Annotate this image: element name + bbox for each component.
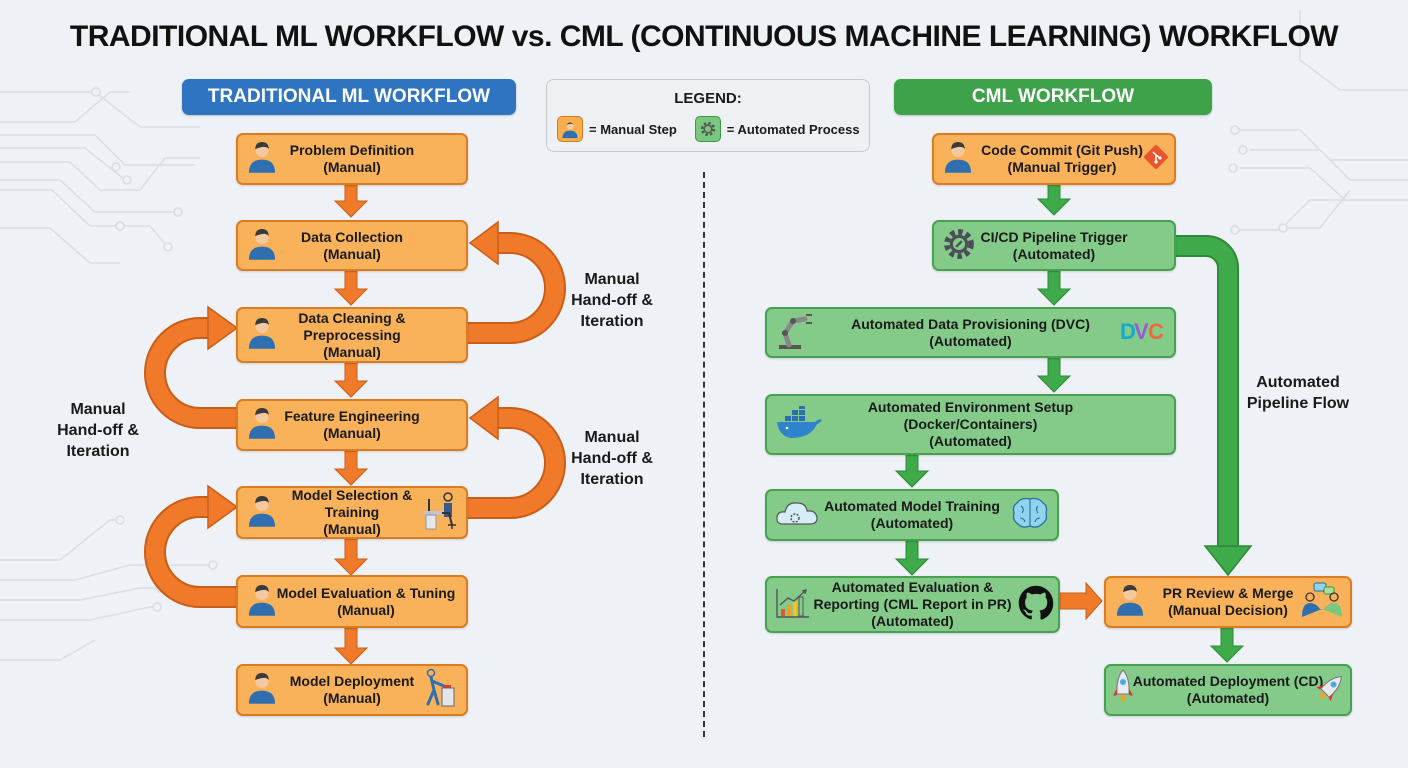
down-arrow [1036, 184, 1072, 216]
loop-arrowhead [468, 395, 499, 441]
legend-manual-label: = Manual Step [589, 121, 677, 137]
step-label: Code Commit (Git Push) (Manual Trigger) [981, 142, 1143, 175]
person-icon [246, 227, 278, 265]
person-icon [246, 406, 278, 444]
svg-text:V: V [1134, 319, 1149, 343]
step-problem-definition[interactable]: Problem Definition (Manual) [236, 133, 468, 185]
step-evaluation-reporting[interactable]: Automated Evaluation & Reporting (CML Re… [765, 576, 1060, 633]
legend-automated-label: = Automated Process [726, 121, 860, 137]
step-code-commit[interactable]: Code Commit (Git Push) (Manual Trigger) [932, 133, 1176, 185]
down-arrow [333, 270, 369, 306]
down-arrow [1209, 627, 1245, 663]
svg-text:C: C [1148, 319, 1164, 343]
loop-label-left: Manual Hand-off & Iteration [57, 401, 139, 460]
docker-whale-icon [775, 403, 823, 444]
step-label: CI/CD Pipeline Trigger (Automated) [980, 228, 1128, 262]
step-label: Model Selection & Training (Manual) [291, 487, 413, 537]
step-data-provisioning[interactable]: Automated Data Provisioning (DVC) (Autom… [765, 307, 1176, 358]
down-arrow [333, 538, 369, 576]
person-icon [246, 583, 278, 621]
step-label: Problem Definition (Manual) [289, 142, 415, 175]
automated-pipeline-flow-label: Automated Pipeline Flow [1246, 374, 1350, 412]
gear-icon [700, 121, 715, 137]
person-icon [246, 671, 278, 709]
down-arrow [894, 454, 930, 488]
person-icon [942, 140, 974, 178]
step-model-training[interactable]: Automated Model Training (Automated) [765, 489, 1059, 541]
cml-workflow-header: CML WORKFLOW [894, 79, 1212, 115]
down-arrow [333, 627, 369, 665]
down-arrow [333, 362, 369, 398]
traditional-workflow-header: TRADITIONAL ML WORKFLOW [182, 79, 516, 115]
step-label: Data Collection (Manual) [301, 228, 403, 262]
legend-automated-swatch [694, 116, 721, 142]
step-model-deployment[interactable]: Model Deployment (Manual) [236, 664, 468, 716]
person-icon [246, 316, 278, 354]
gear-icon [942, 227, 976, 265]
rocket-icon [1314, 671, 1346, 709]
step-label: Automated Deployment (CD) (Automated) [1132, 673, 1324, 706]
automated-pipeline-flow-arrow [1176, 237, 1237, 548]
person-icon [562, 121, 578, 139]
pipeline-arrowhead [1203, 545, 1253, 577]
step-automated-deployment[interactable]: Automated Deployment (CD) (Automated) [1104, 664, 1352, 716]
step-label: PR Review & Merge (Manual Decision) [1162, 585, 1294, 618]
bar-chart-icon [775, 587, 811, 623]
step-pr-review-merge[interactable]: PR Review & Merge (Manual Decision) [1104, 576, 1352, 628]
person-icon [246, 494, 278, 532]
legend: LEGEND: = Manual Step = Automated Proces… [546, 79, 870, 152]
person-icon [1114, 583, 1146, 621]
loop-label-right-bottom: Manual Hand-off & Iteration [571, 429, 653, 488]
section-divider [703, 172, 705, 737]
down-arrow [333, 450, 369, 486]
legend-items: = Manual Step = Automated Process [557, 116, 860, 142]
person-at-desk-icon [422, 491, 458, 535]
step-label: Model Evaluation & Tuning (Manual) [276, 584, 456, 618]
robot-arm-icon [775, 311, 819, 355]
step-data-collection[interactable]: Data Collection (Manual) [236, 220, 468, 271]
step-data-cleaning[interactable]: Data Cleaning & Preprocessing (Manual) [236, 307, 468, 363]
legend-manual-swatch [557, 116, 583, 142]
loop-label-right-top: Manual Hand-off & Iteration [571, 271, 653, 330]
step-label: Data Cleaning & Preprocessing (Manual) [298, 309, 406, 360]
cloud-icon [775, 498, 819, 532]
step-model-selection-training[interactable]: Model Selection & Training (Manual) [236, 486, 468, 539]
loop-arrow-left-1 [146, 319, 237, 427]
to-pr-review-arrow [1059, 581, 1103, 621]
step-label: Model Deployment (Manual) [289, 673, 415, 706]
loop-arrow-right-2 [468, 409, 564, 517]
step-feature-engineering[interactable]: Feature Engineering (Manual) [236, 399, 468, 451]
loop-arrowhead [207, 305, 239, 351]
legend-title: LEGEND: [674, 90, 742, 107]
step-environment-setup[interactable]: Automated Environment Setup (Docker/Cont… [765, 394, 1176, 455]
step-label: Automated Evaluation & Reporting (CML Re… [813, 579, 1012, 629]
rocket-icon [1112, 668, 1134, 712]
step-label: Automated Model Training (Automated) [824, 498, 1000, 531]
page-title: TRADITIONAL ML WORKFLOW vs. CML (CONTINU… [69, 20, 1339, 53]
step-model-evaluation-tuning[interactable]: Model Evaluation & Tuning (Manual) [236, 575, 468, 628]
loop-arrow-right-1 [468, 234, 564, 342]
down-arrow [1036, 357, 1072, 393]
svg-text:D: D [1120, 319, 1136, 343]
step-label: Feature Engineering (Manual) [284, 408, 420, 441]
step-cicd-pipeline-trigger[interactable]: CI/CD Pipeline Trigger (Automated) [932, 220, 1176, 271]
loop-arrowhead [468, 220, 499, 266]
person-icon [246, 140, 278, 178]
loop-arrowhead [207, 484, 239, 530]
loop-arrow-left-2 [146, 498, 237, 606]
down-arrow [1036, 270, 1072, 306]
down-arrow [333, 184, 369, 218]
step-label: Automated Data Provisioning (DVC) (Autom… [851, 315, 1090, 349]
discussion-icon [1300, 581, 1344, 623]
person-pressing-button-icon [422, 668, 458, 712]
git-icon [1142, 143, 1170, 175]
github-icon [1018, 585, 1054, 625]
step-label: Automated Environment Setup (Docker/Cont… [867, 399, 1074, 449]
brain-icon [1011, 496, 1049, 534]
down-arrow [894, 540, 930, 576]
